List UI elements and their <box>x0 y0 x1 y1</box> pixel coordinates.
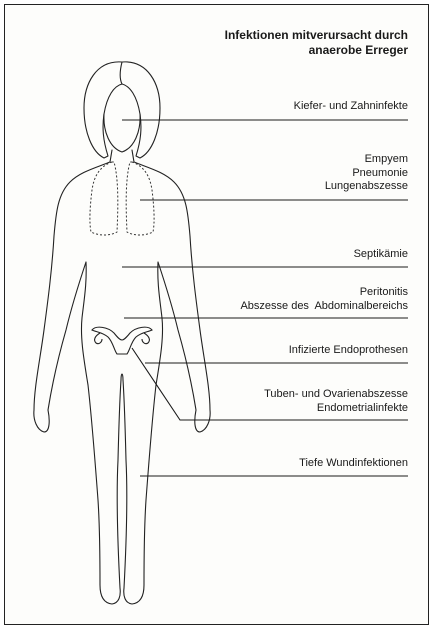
label-empyem: Empyem <box>325 153 408 167</box>
body-outline-left <box>34 150 121 604</box>
diagram-title: Infektionen mitverursacht durch anaerobe… <box>225 28 408 58</box>
label-endometrial: Endometrialinfekte <box>264 402 408 416</box>
label-genital-group: Tuben- und Ovarienabszesse Endometrialin… <box>264 388 408 415</box>
hair-outline <box>84 62 160 158</box>
label-peritonitis: Peritonitis <box>240 286 408 300</box>
label-kiefer: Kiefer- und Zahninfekte <box>294 100 408 114</box>
label-abszesse: Abszesse des Abdominalbereichs <box>240 300 408 314</box>
right-lung <box>126 162 154 235</box>
left-lung <box>90 162 118 235</box>
uterus-outline <box>92 327 152 354</box>
crotch-outline <box>121 374 123 380</box>
title-line-1: Infektionen mitverursacht durch <box>225 28 408 43</box>
hair-part <box>120 62 122 84</box>
label-abdomen-group: Peritonitis Abszesse des Abdominalbereic… <box>240 286 408 313</box>
label-wund: Tiefe Wundinfektionen <box>299 457 408 471</box>
label-pneumonie: Pneumonie <box>325 167 408 181</box>
label-lungen: Lungenabszesse <box>325 180 408 194</box>
label-septik: Septikämie <box>354 248 408 262</box>
title-line-2: anaerobe Erreger <box>225 43 408 58</box>
body-outline-right <box>123 150 210 604</box>
label-endoprothesen: Infizierte Endoprothesen <box>289 344 408 358</box>
label-tuben: Tuben- und Ovarienabszesse <box>264 388 408 402</box>
label-lung-group: Empyem Pneumonie Lungenabszesse <box>325 153 408 194</box>
